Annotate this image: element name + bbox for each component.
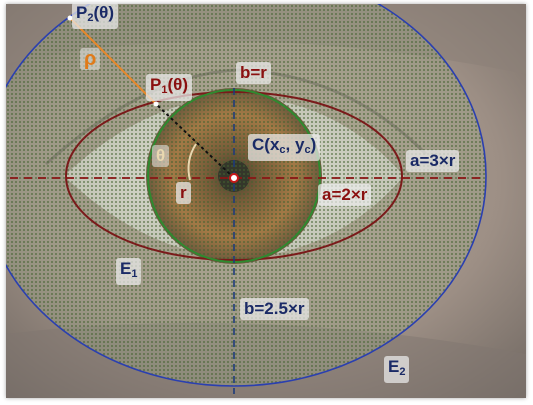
label-a-outer: a=3×r xyxy=(406,150,460,172)
label-a-inner: a=2×r xyxy=(318,184,372,206)
label-center: C(xc, yc) xyxy=(248,134,321,161)
center-point xyxy=(229,173,239,183)
point-p2 xyxy=(67,15,73,21)
label-b-top: b=r xyxy=(236,62,271,84)
theta-arc xyxy=(187,143,197,181)
label-r: r xyxy=(176,182,191,204)
label-e1: E1 xyxy=(116,258,142,285)
rho-line xyxy=(69,17,157,105)
label-theta: θ xyxy=(152,145,170,167)
outer-ellipse-e2 xyxy=(6,4,487,387)
point-p1 xyxy=(153,101,159,107)
label-p1: P1(θ) xyxy=(146,74,192,101)
label-e2: E2 xyxy=(384,356,410,383)
label-b-bottom: b=2.5×r xyxy=(240,298,309,320)
label-rho: ρ xyxy=(80,48,101,70)
label-p2: P2(θ) xyxy=(72,2,118,29)
